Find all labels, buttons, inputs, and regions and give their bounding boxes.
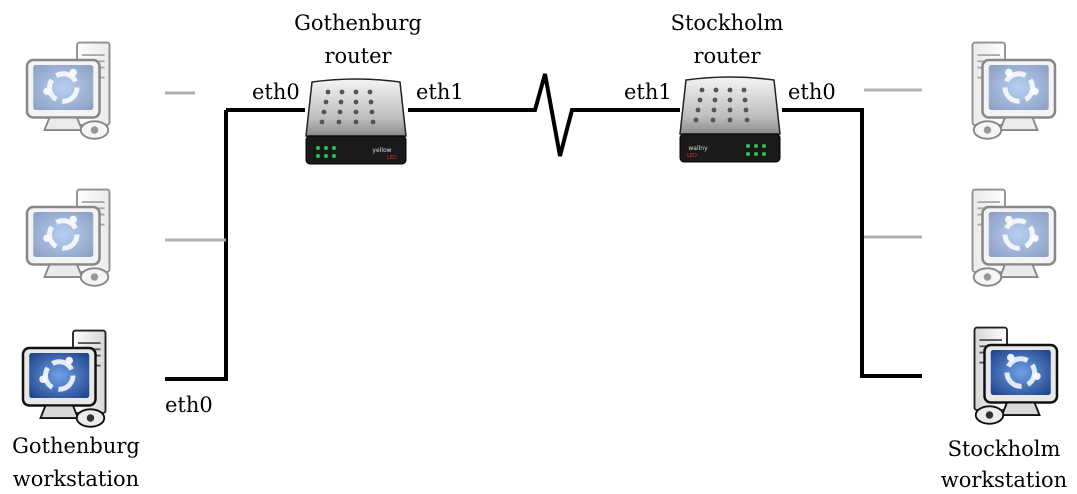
gothenburg-workstation-port: eth0: [165, 393, 213, 417]
gothenburg-router-name-2: router: [324, 44, 392, 68]
stockholm-workstation-name-2: workstation: [941, 468, 1067, 492]
gothenburg-router-brand: yellow: [372, 147, 391, 154]
stockholm-router-icon: wallny LED: [679, 76, 781, 163]
gothenburg-workstation-name-1: Gothenburg: [12, 434, 140, 458]
gothenburg-lan: [165, 91, 305, 381]
gothenburg-router-name-1: Gothenburg: [294, 11, 422, 35]
wan-link: [408, 73, 680, 157]
stockholm-router-port-right: eth0: [788, 80, 836, 104]
gothenburg-router-icon: yellow LED: [305, 78, 407, 165]
gothenburg-router-brand-sub: LED: [387, 155, 397, 161]
stockholm-workstation-name-1: Stockholm: [948, 437, 1061, 461]
pc-right-1-icon: [973, 43, 1056, 139]
stockholm-router-brand: wallny: [688, 145, 708, 152]
stockholm-router-name-2: router: [693, 44, 761, 68]
gothenburg-workstation-name-2: workstation: [13, 467, 139, 491]
pc-left-1-icon: [27, 43, 110, 139]
stockholm-router-port-left: eth1: [624, 80, 672, 104]
stockholm-lan: [782, 88, 922, 378]
stockholm-router-name-1: Stockholm: [671, 11, 784, 35]
gothenburg-router-port-right: eth1: [416, 80, 464, 104]
pc-left-2-icon: [27, 190, 110, 286]
stockholm-workstation-icon: [975, 328, 1058, 424]
gothenburg-router-port-left: eth0: [252, 80, 300, 104]
gothenburg-workstation-icon: [23, 331, 106, 427]
pc-right-2-icon: [973, 190, 1056, 286]
stockholm-router-brand-sub: LED: [687, 153, 697, 159]
